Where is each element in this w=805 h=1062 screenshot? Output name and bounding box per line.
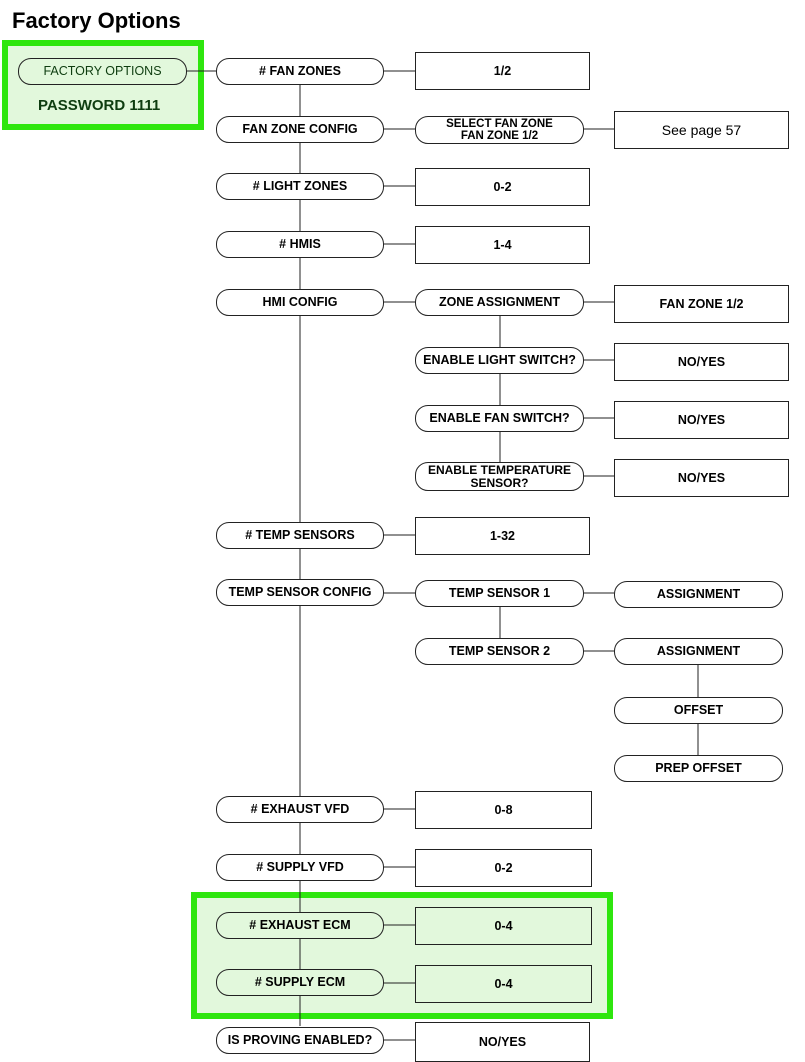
hmis-node[interactable]: # HMIS <box>216 231 384 258</box>
page-title: Factory Options <box>12 8 181 33</box>
exhaust-vfd-node[interactable]: # EXHAUST VFD <box>216 796 384 823</box>
proving-enabled-value: NO/YES <box>415 1022 590 1062</box>
supply-ecm-node[interactable]: # SUPPLY ECM <box>216 969 384 996</box>
light-zones-node[interactable]: # LIGHT ZONES <box>216 173 384 200</box>
factory-options-node[interactable]: FACTORY OPTIONS <box>18 58 187 85</box>
supply-vfd-node[interactable]: # SUPPLY VFD <box>216 854 384 881</box>
prep-offset-node[interactable]: PREP OFFSET <box>614 755 783 782</box>
temperature-sensor-value: NO/YES <box>614 459 789 497</box>
root-highlight <box>2 40 204 130</box>
supply-vfd-value: 0-2 <box>415 849 592 887</box>
enable-temperature-sensor-node[interactable]: ENABLE TEMPERATURE SENSOR? <box>415 462 584 491</box>
temp-sensors-node[interactable]: # TEMP SENSORS <box>216 522 384 549</box>
temp-sensor-1-node[interactable]: TEMP SENSOR 1 <box>415 580 584 607</box>
password-label: PASSWORD 1111 <box>38 97 161 114</box>
temp-sensor-1-assignment-node[interactable]: ASSIGNMENT <box>614 581 783 608</box>
see-page-57-box: See page 57 <box>614 111 789 149</box>
enable-fan-switch-node[interactable]: ENABLE FAN SWITCH? <box>415 405 584 432</box>
fan-zones-node[interactable]: # FAN ZONES <box>216 58 384 85</box>
select-fan-zone-node[interactable]: SELECT FAN ZONE FAN ZONE 1/2 <box>415 116 584 144</box>
light-switch-value: NO/YES <box>614 343 789 381</box>
temp-sensors-value: 1-32 <box>415 517 590 555</box>
temp-sensor-config-node[interactable]: TEMP SENSOR CONFIG <box>216 579 384 606</box>
light-zones-value: 0-2 <box>415 168 590 206</box>
proving-enabled-node[interactable]: IS PROVING ENABLED? <box>216 1027 384 1054</box>
temp-sensor-2-node[interactable]: TEMP SENSOR 2 <box>415 638 584 665</box>
exhaust-ecm-node[interactable]: # EXHAUST ECM <box>216 912 384 939</box>
offset-node[interactable]: OFFSET <box>614 697 783 724</box>
fan-zones-value: 1/2 <box>415 52 590 90</box>
supply-ecm-value: 0-4 <box>415 965 592 1003</box>
temp-sensor-2-assignment-node[interactable]: ASSIGNMENT <box>614 638 783 665</box>
enable-light-switch-node[interactable]: ENABLE LIGHT SWITCH? <box>415 347 584 374</box>
fan-switch-value: NO/YES <box>614 401 789 439</box>
hmis-value: 1-4 <box>415 226 590 264</box>
zone-assignment-node[interactable]: ZONE ASSIGNMENT <box>415 289 584 316</box>
fan-zone-config-node[interactable]: FAN ZONE CONFIG <box>216 116 384 143</box>
fan-zone-value: FAN ZONE 1/2 <box>614 285 789 323</box>
exhaust-vfd-value: 0-8 <box>415 791 592 829</box>
exhaust-ecm-value: 0-4 <box>415 907 592 945</box>
hmi-config-node[interactable]: HMI CONFIG <box>216 289 384 316</box>
